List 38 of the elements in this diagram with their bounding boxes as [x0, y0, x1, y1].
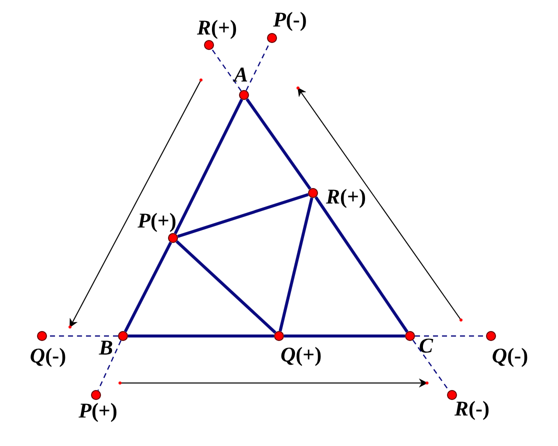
point-label: R(+)	[197, 18, 237, 38]
point-dot	[204, 40, 214, 50]
point-dot	[91, 390, 101, 400]
point-label: A	[234, 64, 248, 86]
point-dot	[447, 390, 457, 400]
point-dot	[486, 331, 496, 341]
point-label: R(+)	[326, 186, 366, 208]
point-label: P(+)	[138, 210, 176, 232]
dashed-line	[47, 335, 118, 337]
point-dot	[274, 331, 284, 341]
point-label: P(+)	[78, 400, 118, 422]
point-label: C	[419, 336, 433, 356]
point-dot	[168, 233, 178, 243]
line-segment	[314, 196, 408, 333]
line-segment	[124, 242, 172, 332]
dashed-line	[98, 340, 122, 391]
point-label: R(-)	[454, 398, 490, 420]
point-label: P(-)	[273, 10, 307, 30]
point-label: Q(-)	[492, 346, 528, 366]
dashed-line	[211, 48, 242, 92]
point-label: Q(-)	[30, 346, 66, 366]
line-segment	[246, 98, 312, 190]
point-dot	[239, 90, 249, 100]
point-dot	[267, 33, 277, 43]
dashed-line	[412, 340, 450, 392]
point-dot	[37, 331, 47, 341]
line-segment	[128, 334, 274, 338]
point-dot	[308, 188, 318, 198]
dashed-line	[415, 335, 486, 337]
point-label: B	[99, 338, 113, 358]
line-segment	[284, 334, 405, 338]
point-dot	[405, 331, 415, 341]
line-segment	[174, 98, 244, 234]
point-label: Q(+)	[280, 344, 322, 366]
point-dot	[118, 331, 128, 341]
line-segment	[176, 240, 276, 334]
line-segment	[177, 193, 309, 238]
line-segment	[278, 198, 314, 332]
